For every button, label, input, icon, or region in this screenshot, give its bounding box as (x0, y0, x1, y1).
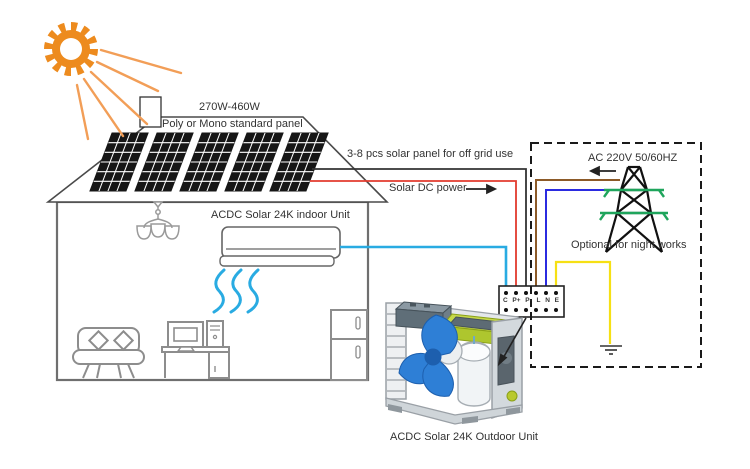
terminal-label-pplus: P+ (512, 296, 521, 304)
wire-indoor-communication (340, 245, 508, 286)
outdoor-unit-illustration (385, 301, 527, 425)
solar-panel (89, 132, 149, 192)
fridge-icon (330, 309, 368, 381)
terminal-label-pminus: P- (525, 296, 532, 304)
solar-panel (224, 132, 284, 192)
wire-earth (554, 260, 612, 344)
dashed-grid-box (530, 142, 702, 368)
wire-solar-dc-minus (312, 168, 527, 286)
terminal-label-n: N (545, 296, 550, 304)
sun-rays (75, 48, 183, 141)
computer-icon (167, 320, 224, 352)
pointer-arrow (497, 317, 527, 367)
power-tower-icon (599, 165, 669, 253)
terminal-label-c: C (503, 296, 508, 304)
terminal-label-e: E (554, 296, 559, 304)
panel-type-label: Poly or Mono standard panel (162, 118, 303, 130)
panel-callout-box (139, 96, 162, 128)
terminal-label-l: L (536, 296, 541, 304)
wire-live (535, 179, 620, 286)
ground-symbol-icon (600, 345, 622, 355)
sun-icon (44, 22, 98, 76)
panel-count-label: 3-8 pcs solar panel for off grid use (347, 148, 514, 160)
ac-arrow (588, 165, 616, 177)
wire-neutral (545, 189, 613, 286)
solar-dc-arrow (466, 183, 498, 195)
night-works-label: Optional for night works (571, 239, 687, 251)
indoor-unit-label: ACDC Solar 24K indoor Unit (211, 209, 350, 221)
indoor-unit-illustration (219, 226, 341, 267)
solar-panel-array (89, 132, 329, 192)
solar-panel (179, 132, 239, 192)
terminal-block-labels: C P+ P- L N E (500, 297, 562, 304)
sofa-icon (72, 327, 145, 379)
wire-solar-dc-plus (310, 180, 517, 286)
chandelier-icon (136, 201, 180, 240)
solar-panel (269, 132, 329, 192)
solar-dc-power-label: Solar DC power (389, 182, 467, 194)
outdoor-unit-label: ACDC Solar 24K Outdoor Unit (390, 431, 538, 443)
panel-power-label: 270W-460W (199, 101, 260, 113)
solar-panel (134, 132, 194, 192)
ac-power-label: AC 220V 50/60HZ (588, 152, 678, 164)
airflow-icon (212, 268, 260, 314)
